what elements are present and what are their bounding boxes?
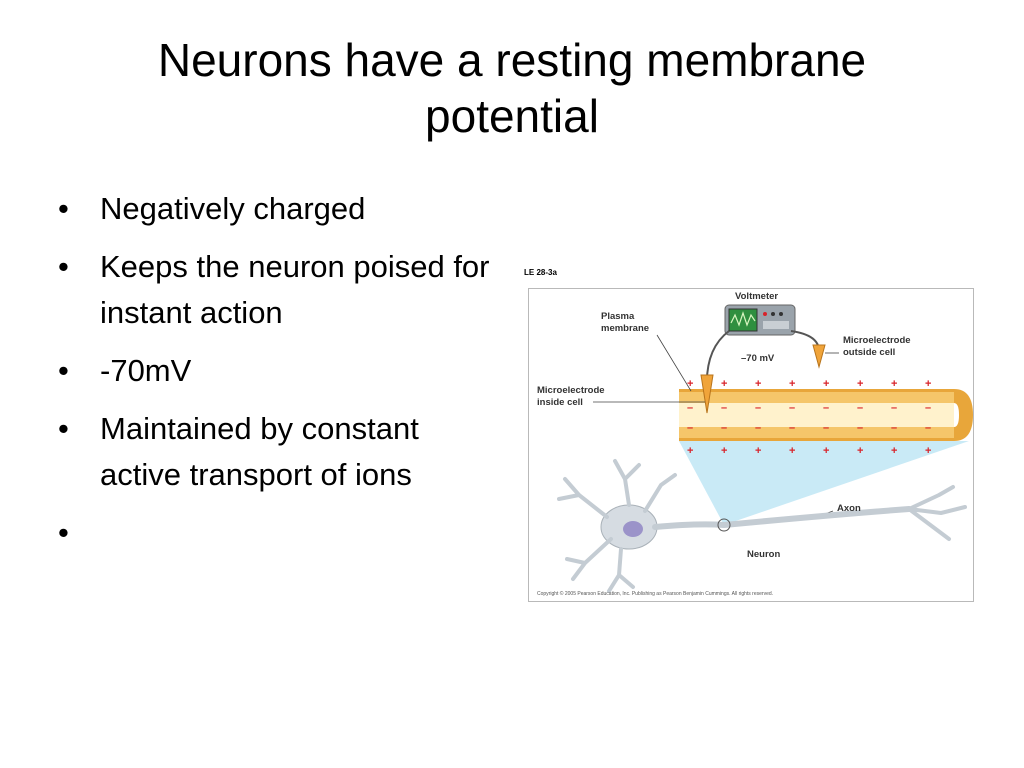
- outside-electrode-label-1: Microelectrode: [843, 335, 911, 346]
- electrode-outside-icon: [812, 344, 826, 369]
- copyright-notice: Copyright © 2005 Pearson Education, Inc.…: [537, 591, 774, 597]
- positive-charges-outside: + + + + + + + +: [687, 378, 931, 390]
- electrode-inside-icon: [700, 374, 714, 414]
- bullet-item: Negatively charged: [58, 186, 508, 232]
- minus-sign: –: [755, 422, 761, 434]
- bullet-list: Negatively charged Keeps the neuron pois…: [58, 186, 508, 568]
- bullet-item: Maintained by constant active transport …: [58, 406, 508, 498]
- minus-sign: –: [721, 402, 727, 414]
- plus-sign: +: [755, 378, 761, 390]
- inside-electrode-label-1: Microelectrode: [537, 385, 605, 396]
- plus-sign: +: [891, 378, 897, 390]
- plus-sign: +: [925, 378, 931, 390]
- negative-charges-inside-lower: ––––––––: [687, 422, 931, 434]
- minus-sign: –: [925, 402, 931, 414]
- minus-sign: –: [857, 422, 863, 434]
- magnification-cone: [679, 441, 969, 525]
- negative-charges-inside: ––––––––: [687, 402, 931, 414]
- title-line-1: Neurons have a resting membrane: [157, 34, 867, 86]
- plus-sign: +: [857, 378, 863, 390]
- bullet-item: Keeps the neuron poised for instant acti…: [58, 244, 508, 336]
- minus-sign: –: [687, 402, 693, 414]
- voltage-reading: –70 mV: [741, 353, 775, 364]
- minus-sign: –: [823, 402, 829, 414]
- bullet-item: [58, 510, 508, 556]
- title-line-2: potential: [425, 90, 599, 142]
- minus-sign: –: [789, 422, 795, 434]
- plus-sign: +: [755, 445, 761, 457]
- voltmeter-label: Voltmeter: [735, 291, 778, 302]
- plasma-membrane-label-2: membrane: [601, 323, 649, 334]
- plus-sign: +: [721, 445, 727, 457]
- figure-id: LE 28-3a: [524, 268, 557, 277]
- plasma-membrane-label-1: Plasma: [601, 311, 635, 322]
- plus-sign: +: [789, 445, 795, 457]
- slide-title: Neurons have a resting membrane potentia…: [60, 32, 964, 144]
- bullet-item: -70mV: [58, 348, 508, 394]
- inside-electrode-label-2: inside cell: [537, 397, 583, 408]
- plus-sign: +: [823, 378, 829, 390]
- minus-sign: –: [721, 422, 727, 434]
- minus-sign: –: [891, 402, 897, 414]
- positive-charges-outside-lower: + + + + + + + +: [687, 445, 931, 457]
- plus-sign: +: [721, 378, 727, 390]
- plus-sign: +: [925, 445, 931, 457]
- plus-sign: +: [789, 378, 795, 390]
- plus-sign: +: [687, 378, 693, 390]
- minus-sign: –: [823, 422, 829, 434]
- minus-sign: –: [789, 402, 795, 414]
- voltmeter-icon: [724, 304, 796, 336]
- figure-graphic: + + + + + + + + + + + + + + + + – – – – – – – – – – – – – – – –: [537, 291, 973, 593]
- axon-label: Axon: [837, 503, 861, 514]
- plus-sign: +: [857, 445, 863, 457]
- plus-sign: +: [823, 445, 829, 457]
- minus-sign: –: [925, 422, 931, 434]
- minus-sign: –: [755, 402, 761, 414]
- plus-sign: +: [687, 445, 693, 457]
- minus-sign: –: [687, 422, 693, 434]
- membrane-potential-figure: + + + + + + + + + + + + + + + + – – – – – – – – – – – – – – – –: [528, 288, 974, 602]
- minus-sign: –: [891, 422, 897, 434]
- minus-sign: –: [857, 402, 863, 414]
- neuron-label: Neuron: [747, 549, 780, 560]
- outside-electrode-label-2: outside cell: [843, 347, 895, 358]
- plus-sign: +: [891, 445, 897, 457]
- neuron-icon: [557, 459, 967, 593]
- axon-membrane-section: [679, 389, 973, 441]
